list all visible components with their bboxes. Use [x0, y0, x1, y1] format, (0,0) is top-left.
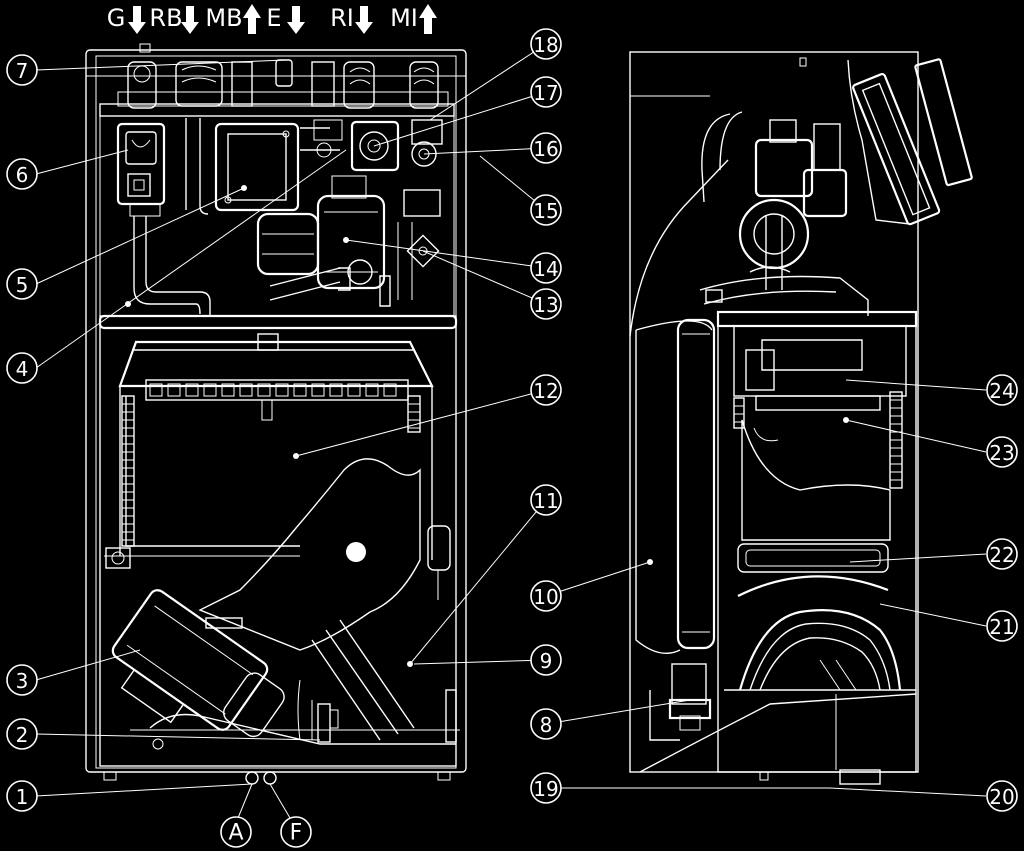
- svg-text:6: 6: [16, 163, 29, 187]
- front-cover: [852, 73, 941, 226]
- leader-lines: [35, 43, 987, 819]
- svg-text:18: 18: [533, 33, 558, 57]
- connection-label-ri: RI: [330, 4, 354, 32]
- connection-g: G: [107, 4, 146, 34]
- connection-label-a: A: [228, 821, 243, 846]
- svg-text:5: 5: [16, 273, 29, 297]
- connection-e: E: [266, 4, 305, 34]
- callout-11: 11: [530, 484, 562, 516]
- callout-17: 17: [530, 76, 562, 108]
- callout-6: 6: [6, 158, 38, 190]
- callout-5: 5: [6, 268, 38, 300]
- callout-15: 15: [530, 194, 562, 226]
- bottom-connection-labels: A F: [220, 816, 312, 848]
- callout-18: 18: [530, 28, 562, 60]
- svg-text:7: 7: [16, 59, 29, 83]
- callout-12: 12: [530, 374, 562, 406]
- svg-text:11: 11: [533, 489, 558, 513]
- pump: [256, 175, 386, 290]
- svg-text:1: 1: [16, 785, 29, 809]
- callout-7: 7: [6, 54, 38, 86]
- callout-19: 19: [530, 772, 562, 804]
- callout-8: 8: [530, 708, 562, 740]
- callout-4: 4: [6, 352, 38, 384]
- diverter-valve: [313, 119, 443, 217]
- svg-text:22: 22: [989, 543, 1014, 567]
- front-view: [85, 43, 467, 785]
- svg-text:8: 8: [540, 713, 553, 737]
- callout-24: 24: [986, 374, 1018, 406]
- connection-label-mi: MI: [390, 4, 418, 32]
- svg-text:10: 10: [533, 585, 558, 609]
- svg-text:16: 16: [533, 137, 558, 161]
- arrow-up-icon: [243, 4, 261, 34]
- connection-label-mb: MB: [205, 4, 242, 32]
- top-pipes: [117, 43, 449, 109]
- callout-23: 23: [986, 436, 1018, 468]
- callout-14: 14: [530, 252, 562, 284]
- connection-ri: RI: [330, 4, 373, 34]
- arrow-down-icon: [128, 6, 146, 34]
- burner: [118, 333, 434, 421]
- expansion-vessel: [635, 318, 716, 654]
- callout-22: 22: [986, 538, 1018, 570]
- svg-text:3: 3: [16, 669, 29, 693]
- gas-valve: [116, 122, 166, 217]
- arrow-up-icon: [419, 4, 437, 34]
- svg-text:21: 21: [989, 615, 1014, 639]
- connection-mb: MB: [205, 4, 261, 34]
- connection-label-rb: RB: [149, 4, 182, 32]
- callout-1: 1: [6, 780, 38, 812]
- connection-label-e: E: [266, 4, 281, 32]
- svg-text:13: 13: [533, 293, 558, 317]
- svg-text:19: 19: [533, 777, 558, 801]
- arrow-down-icon: [181, 6, 199, 34]
- right-coil: [407, 395, 421, 433]
- connection-label-f: F: [290, 821, 303, 846]
- svg-text:23: 23: [989, 441, 1014, 465]
- callout-9: 9: [530, 644, 562, 676]
- svg-text:12: 12: [533, 379, 558, 403]
- svg-text:20: 20: [989, 785, 1014, 809]
- svg-text:17: 17: [533, 81, 558, 105]
- callout-3: 3: [6, 664, 38, 696]
- connection-label-g: G: [107, 4, 126, 32]
- arrow-down-icon: [355, 6, 373, 34]
- side-view: [629, 51, 973, 785]
- connection-rb: RB: [149, 4, 199, 34]
- svg-text:14: 14: [533, 257, 558, 281]
- arrow-down-icon: [287, 6, 305, 34]
- callouts: 7 6 5 4 3 2 1 18 17 16 15 14 13 12 11 10…: [6, 28, 1018, 812]
- callout-10: 10: [530, 580, 562, 612]
- svg-text:24: 24: [989, 379, 1014, 403]
- svg-text:9: 9: [540, 649, 553, 673]
- callout-16: 16: [530, 132, 562, 164]
- callout-2: 2: [6, 718, 38, 750]
- control-box: [214, 122, 300, 212]
- left-coil: [121, 395, 135, 547]
- svg-text:15: 15: [533, 199, 558, 223]
- callout-21: 21: [986, 610, 1018, 642]
- svg-text:2: 2: [16, 723, 29, 747]
- callout-20: 20: [986, 780, 1018, 812]
- callout-13: 13: [530, 288, 562, 320]
- top-connection-labels: G RB MB E RI MI: [107, 4, 437, 34]
- svg-text:4: 4: [16, 357, 29, 381]
- connection-mi: MI: [390, 4, 437, 34]
- fan: [111, 589, 285, 738]
